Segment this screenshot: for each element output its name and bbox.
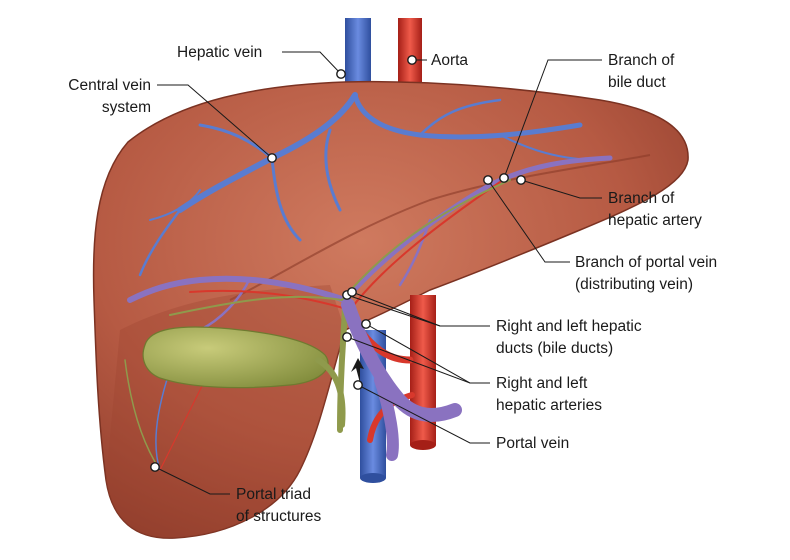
leader-lines [154,51,602,495]
label-portal-triad-line2: of structures [236,508,322,525]
label-hepatic-arteries-line2: hepatic arteries [496,397,602,414]
label-branch-hepatic-artery-line1: Branch of [608,190,675,207]
pointer-dots [150,55,526,472]
label-central-vein-line1: Central vein [68,77,151,94]
label-portal-vein: Portal vein [496,435,569,452]
label-branch-bile-duct-line2: bile duct [608,74,666,91]
liver [92,80,689,539]
label-hepatic-ducts-line1: Right and left hepatic [496,318,642,335]
aorta-top [398,18,422,93]
label-branch-portal-vein-line2: (distributing vein) [575,276,693,293]
label-hepatic-arteries-line1: Right and left [496,375,588,392]
label-central-vein-line2: system [102,99,151,116]
lobe-fold [229,154,651,301]
label-hepatic-ducts-line2: ducts (bile ducts) [496,340,613,357]
label-portal-triad-line1: Portal triad [236,486,311,503]
label-aorta: Aorta [431,52,468,69]
label-branch-portal-vein-line1: Branch of portal vein [575,254,717,271]
label-hepatic-vein: Hepatic vein [177,44,262,61]
flow-arrow [351,358,364,383]
label-branch-hepatic-artery-line2: hepatic artery [608,212,702,229]
gallbladder [142,326,329,389]
label-branch-bile-duct-line1: Branch of [608,52,675,69]
portal-vein [341,298,462,422]
